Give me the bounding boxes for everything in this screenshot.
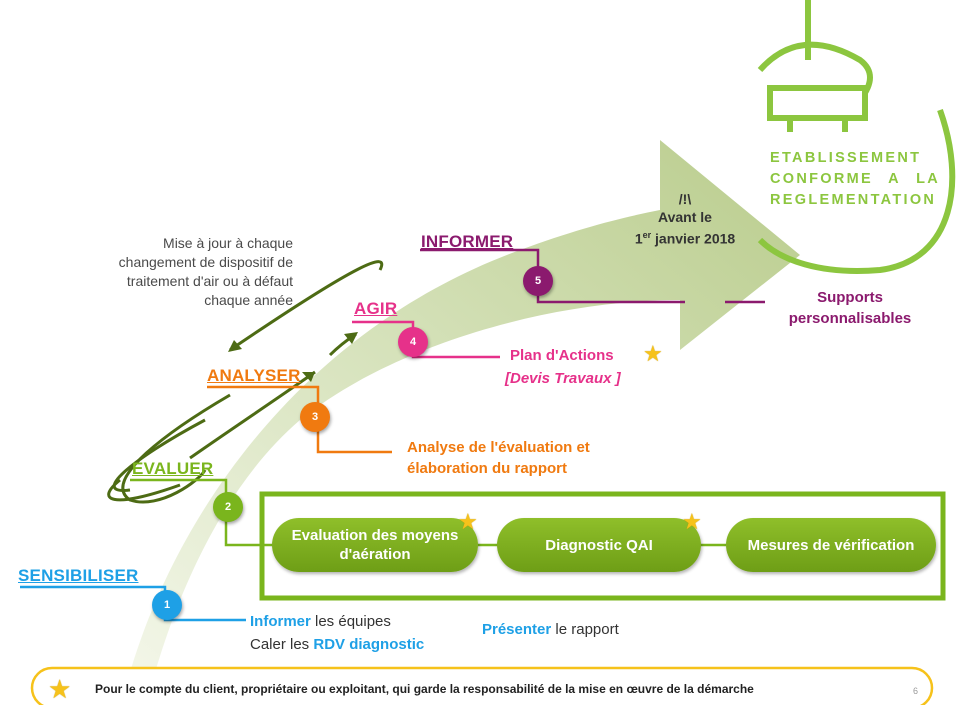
step-label-sensibiliser: SENSIBILISER bbox=[18, 566, 139, 585]
sensibiliser-text-line1: Informer les équipes bbox=[250, 613, 391, 630]
step-number-3: 3 bbox=[300, 402, 330, 432]
footer-box bbox=[30, 666, 934, 705]
agir-text-line1: Plan d'Actions bbox=[510, 347, 614, 364]
step-number-5: 5 bbox=[523, 266, 553, 296]
step-label-agir: AGIR bbox=[354, 299, 398, 318]
step-number-4: 4 bbox=[398, 327, 428, 357]
analyser-text: Analyse de l'évaluation et élaboration d… bbox=[407, 439, 590, 477]
step-label-informer: INFORMER bbox=[421, 232, 514, 251]
star-icon: ★ bbox=[682, 509, 702, 534]
deadline-warning: /!\ bbox=[678, 191, 692, 207]
step-number-2: 2 bbox=[213, 492, 243, 522]
star-icon: ★ bbox=[48, 674, 72, 704]
evaluer-text: Présenter le rapport bbox=[482, 621, 619, 638]
pill-diagnostic-qai: Diagnostic QAI bbox=[497, 518, 701, 572]
pill-mesures-verification: Mesures de vérification bbox=[726, 518, 936, 572]
cycle-arrows-icon bbox=[107, 260, 384, 504]
sensibiliser-text-line2: Caler les RDV diagnostic bbox=[250, 636, 425, 653]
deadline-block: /!\ Avant le 1er janvier 2018 bbox=[620, 190, 750, 248]
deadline-date: 1er janvier 2018 bbox=[634, 230, 736, 247]
stamp-icon bbox=[757, 0, 956, 274]
stamp-text: ETABLISSEMENT CONFORME A LA REGLEMENTATI… bbox=[770, 150, 940, 208]
informer-text: Supports personnalisables bbox=[788, 289, 912, 327]
star-icon: ★ bbox=[643, 341, 663, 366]
cycle-note: Mise à jour à chaque changement de dispo… bbox=[118, 235, 293, 308]
step-number-1: 1 bbox=[152, 590, 182, 620]
agir-text-line2: [Devis Travaux ] bbox=[505, 370, 621, 387]
step-label-analyser: ANALYSER bbox=[207, 366, 301, 385]
evaluation-box bbox=[259, 491, 946, 601]
progress-arrow bbox=[125, 140, 800, 690]
star-icon: ★ bbox=[458, 509, 478, 534]
footer-note: Pour le compte du client, propriétaire o… bbox=[95, 682, 754, 696]
step-label-evaluer: EVALUER bbox=[132, 459, 214, 478]
deadline-line1: Avant le bbox=[658, 209, 712, 225]
page-number: 6 bbox=[913, 686, 919, 696]
pill-evaluation-moyens: Evaluation des moyens d'aération bbox=[272, 518, 478, 572]
